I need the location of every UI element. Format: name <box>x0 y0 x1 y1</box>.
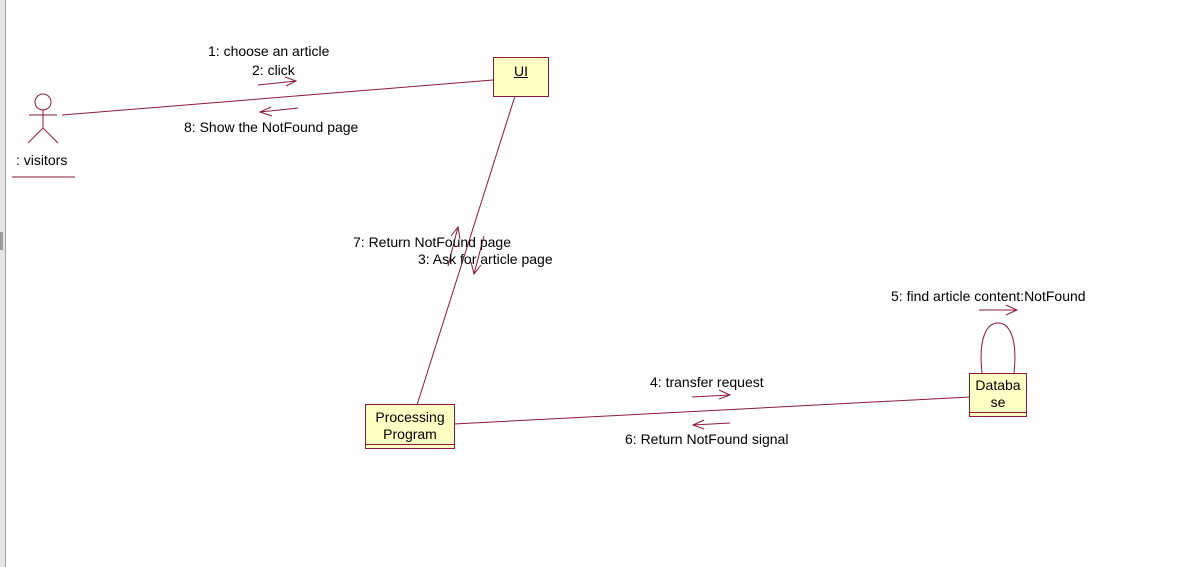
object-database-name-line1: Databa <box>975 377 1021 393</box>
link-ui-program <box>416 95 516 406</box>
message-3-label: 3: Ask for article page <box>418 251 553 267</box>
object-program-name-line1: Processing <box>375 409 445 425</box>
link-database-self-loop <box>980 322 1016 374</box>
link-program-database <box>453 396 971 425</box>
object-ui-name: UI <box>514 63 528 79</box>
message-5-label: 5: find article content:NotFound <box>891 288 1086 304</box>
object-database-underline-bar <box>969 413 1027 417</box>
arrow-4-transfer-request <box>691 389 732 400</box>
arrow-8-show-notfound <box>258 106 299 117</box>
canvas-left-border <box>0 0 6 567</box>
object-database-name-line2: se <box>990 394 1006 410</box>
stick-figure-actor-icon <box>27 93 59 144</box>
object-program-underline-bar <box>365 445 455 449</box>
arrow-2-click <box>257 76 298 87</box>
link-visitors-ui <box>61 79 494 116</box>
object-database[interactable]: Databa se <box>969 373 1027 417</box>
message-1-label: 1: choose an article <box>208 43 330 59</box>
message-4-label: 4: transfer request <box>650 374 764 390</box>
object-processing-program[interactable]: Processing Program <box>365 404 455 449</box>
object-program-name-line2: Program <box>383 426 437 442</box>
arrow-6-return-notfound-signal <box>691 419 731 430</box>
canvas-scroll-tick <box>0 232 3 250</box>
arrow-3-ask-for-article <box>470 235 485 276</box>
object-ui[interactable]: UI <box>493 57 549 97</box>
message-2-label: 2: click <box>252 62 295 78</box>
message-6-label: 6: Return NotFound signal <box>625 431 789 447</box>
arrow-5-find-article <box>979 304 1019 316</box>
arrow-7-return-notfound-page <box>447 225 461 267</box>
actor-name: : visitors <box>16 152 68 168</box>
message-7-label: 7: Return NotFound page <box>353 234 511 250</box>
message-8-label: 8: Show the NotFound page <box>184 119 359 135</box>
